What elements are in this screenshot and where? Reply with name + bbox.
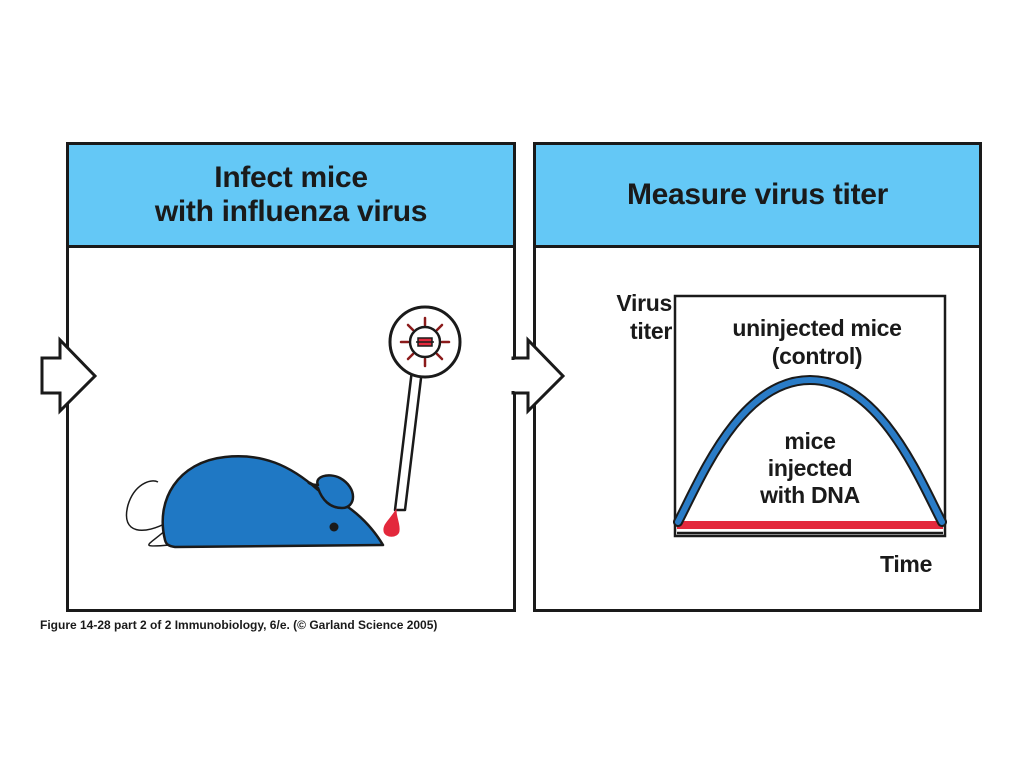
influenza-virus-icon xyxy=(399,316,451,368)
infect-panel-header: Infect mice with influenza virus xyxy=(69,145,513,248)
mouse-eye xyxy=(329,522,339,532)
x-axis-label: Time xyxy=(880,551,933,577)
entry-arrow-icon xyxy=(40,336,98,415)
pipette-icon xyxy=(393,368,424,512)
y-axis-label: Virus titer xyxy=(616,290,672,344)
measure-panel-title: Measure virus titer xyxy=(626,178,889,211)
blood-drop-icon xyxy=(383,508,400,537)
figure-caption: Figure 14-28 part 2 of 2 Immunobiology, … xyxy=(40,618,438,632)
control-curve-label: uninjected mice (control) xyxy=(732,315,902,369)
mouse-ear xyxy=(307,474,355,510)
measure-panel-header: Measure virus titer xyxy=(536,145,979,248)
dna-line-label: mice injected with DNA xyxy=(760,428,860,508)
infect-panel-title: Infect mice with influenza virus xyxy=(154,161,428,228)
titer-graph-frame xyxy=(673,294,947,538)
connector-arrow-icon xyxy=(511,336,566,415)
mouse-tail xyxy=(125,480,169,532)
